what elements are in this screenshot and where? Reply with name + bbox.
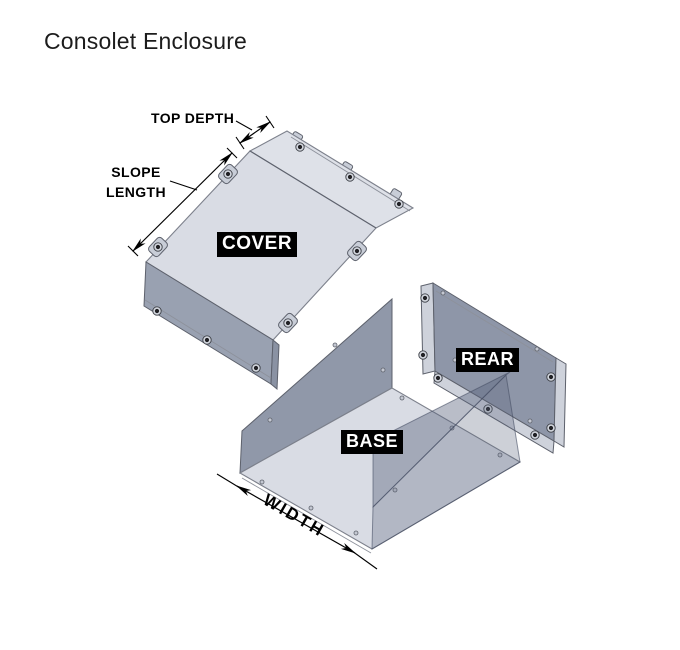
screw-icon [251, 363, 261, 373]
screw-icon [223, 169, 233, 179]
top-depth-arrow [238, 121, 272, 144]
extension-tick [265, 115, 275, 129]
hole-icon [440, 290, 446, 296]
screw-icon [283, 318, 293, 328]
hole-icon [527, 418, 533, 424]
screw-icon [152, 306, 162, 316]
width-arrow [235, 485, 357, 554]
screw-icon [352, 246, 362, 256]
extension-stub [216, 473, 241, 489]
slope-length-leader-line [169, 180, 198, 191]
slope-length-dimension [127, 147, 238, 257]
base-label: BASE [341, 430, 404, 454]
screw-icon [420, 293, 430, 303]
hole-icon [353, 530, 359, 536]
hole-icon [332, 342, 338, 348]
rear-top-lip-edge [435, 290, 554, 363]
hole-icon [259, 479, 265, 485]
page-title: Consolet Enclosure [44, 28, 248, 54]
top-depth-leader-line [235, 120, 253, 131]
dimension-annotations [127, 115, 378, 570]
cover-flange-end-cap [270, 338, 280, 391]
hole-icon [534, 346, 540, 352]
screw-icon [433, 373, 443, 383]
extension-stub [351, 550, 378, 570]
slope-length-arrow [132, 152, 233, 252]
screw-icon [345, 172, 355, 182]
top-depth-label: TOP DEPTH [151, 110, 235, 126]
width-dimension [216, 473, 378, 570]
extension-tick [226, 147, 238, 159]
extension-tick [127, 245, 139, 257]
screw-icon [394, 199, 404, 209]
screw-icon [153, 242, 163, 252]
hole-icon [308, 505, 314, 511]
rear-label: REAR [456, 348, 520, 372]
screw-icon [418, 350, 428, 360]
slope-length-label: SLOPE LENGTH [103, 162, 169, 202]
hole-icon [399, 395, 405, 401]
screw-icon [546, 372, 556, 382]
extension-tick [235, 136, 245, 150]
rear-right-flange [553, 357, 567, 448]
screw-icon [295, 142, 305, 152]
top-depth-dimension [235, 115, 275, 150]
slope-length-label-line1: SLOPE [111, 164, 161, 180]
screw-icon [546, 423, 556, 433]
slope-length-label-line2: LENGTH [106, 184, 166, 200]
screw-icon [530, 430, 540, 440]
screw-icon [202, 335, 212, 345]
hole-icon [267, 417, 273, 423]
cover-fold-edge [249, 150, 377, 229]
cover-label: COVER [217, 232, 298, 257]
hole-icon [380, 367, 386, 373]
